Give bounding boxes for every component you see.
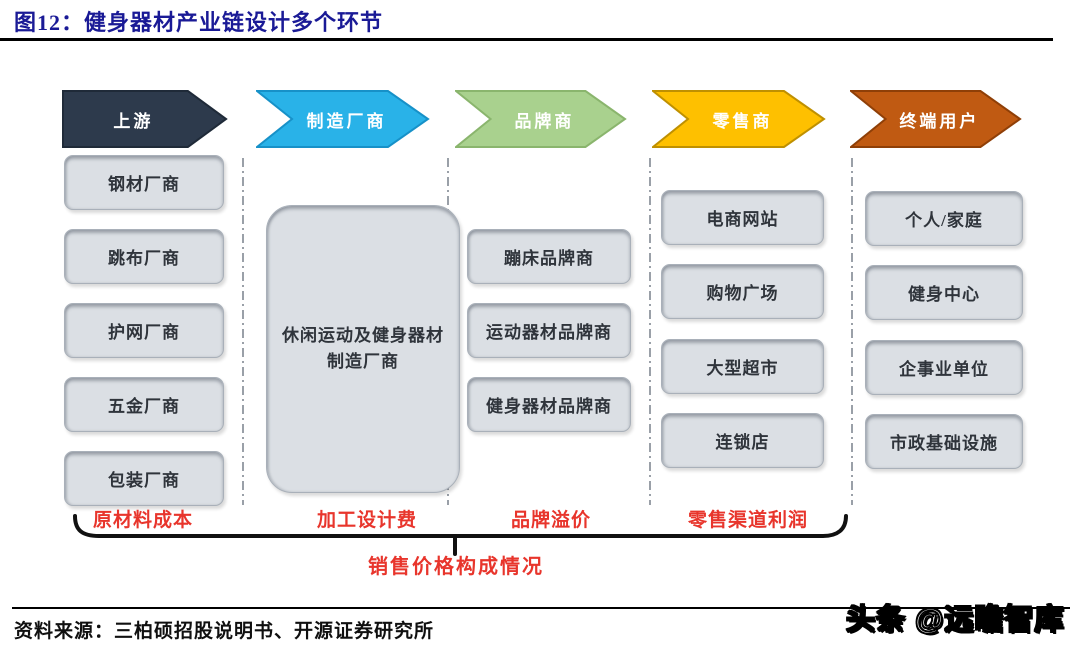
stage-label-upstream: 上游	[113, 111, 154, 131]
arrow-shape	[850, 90, 1022, 148]
cost-label-raw-material: 原材料成本	[92, 510, 193, 531]
stage-label-retailer: 零售商	[712, 111, 773, 131]
column-divider	[851, 158, 853, 505]
stage-arrow-upstream: 上游	[62, 90, 228, 148]
node-label: 电商网站	[706, 210, 779, 229]
stage-label-manufacturer: 制造厂商	[306, 111, 387, 131]
source-note: 资料来源：三柏硕招股说明书、开源证券研究所	[14, 621, 435, 642]
brace-label: 销售价格构成情况	[368, 556, 544, 578]
stage-label-brand: 品牌商	[514, 111, 575, 131]
column-divider	[242, 158, 244, 505]
node-label: 健身器材品牌商	[486, 397, 612, 416]
arrow-shape	[455, 90, 627, 148]
manufacturer-node: 休闲运动及健身器材制造厂商	[266, 205, 460, 493]
node-label: 五金厂商	[108, 397, 180, 416]
brand-node: 运动器材品牌商	[467, 303, 631, 358]
node-label: 大型超市	[706, 359, 779, 378]
node-label: 运动器材品牌商	[486, 323, 612, 342]
brand-node: 健身器材品牌商	[467, 377, 631, 432]
node-label: 跳布厂商	[108, 249, 180, 268]
cost-label-processing: 加工设计费	[316, 510, 417, 531]
stage-arrow-end-user: 终端用户	[850, 90, 1022, 148]
stage-arrow-manufacturer: 制造厂商	[256, 90, 430, 148]
underbrace	[73, 514, 848, 556]
footer-rule	[12, 607, 1070, 609]
node-label: 购物广场	[706, 284, 779, 303]
arrow-shape	[256, 90, 430, 148]
end-user-node: 个人/家庭	[865, 191, 1023, 246]
arrow-shape	[62, 90, 228, 148]
stage-label-end-user: 终端用户	[899, 111, 980, 131]
node-label: 连锁店	[715, 433, 770, 452]
upstream-node: 五金厂商	[64, 377, 224, 432]
upstream-node: 钢材厂商	[64, 155, 224, 210]
stage-arrow-retailer: 零售商	[652, 90, 826, 148]
node-label: 企事业单位	[899, 360, 989, 379]
figure-title: 图12：健身器材产业链设计多个环节	[14, 10, 384, 35]
node-label: 护网厂商	[108, 323, 180, 342]
retailer-node: 购物广场	[661, 264, 824, 319]
end-user-node: 市政基础设施	[865, 414, 1023, 469]
watermark: 头条 @远瞻智库	[845, 603, 1065, 637]
cost-label-retail-profit: 零售渠道利润	[687, 510, 808, 531]
arrow-shape	[652, 90, 826, 148]
retailer-node: 电商网站	[661, 190, 824, 245]
upstream-node: 包装厂商	[64, 451, 224, 506]
title-underline	[0, 38, 1053, 41]
node-label: 个人/家庭	[905, 211, 983, 230]
node-label: 包装厂商	[108, 471, 180, 490]
node-label: 市政基础设施	[890, 434, 998, 453]
stage-arrow-brand: 品牌商	[455, 90, 627, 148]
cost-label-brand-premium: 品牌溢价	[510, 510, 591, 531]
end-user-node: 健身中心	[865, 265, 1023, 320]
node-label: 蹦床品牌商	[504, 249, 594, 268]
node-label: 健身中心	[908, 285, 980, 304]
upstream-node: 护网厂商	[64, 303, 224, 358]
end-user-node: 企事业单位	[865, 340, 1023, 395]
upstream-node: 跳布厂商	[64, 229, 224, 284]
retailer-node: 大型超市	[661, 339, 824, 394]
column-divider	[649, 158, 651, 505]
retailer-node: 连锁店	[661, 413, 824, 468]
brand-node: 蹦床品牌商	[467, 229, 631, 284]
node-label: 钢材厂商	[108, 175, 180, 194]
node-label: 休闲运动及健身器材制造厂商	[282, 325, 444, 371]
